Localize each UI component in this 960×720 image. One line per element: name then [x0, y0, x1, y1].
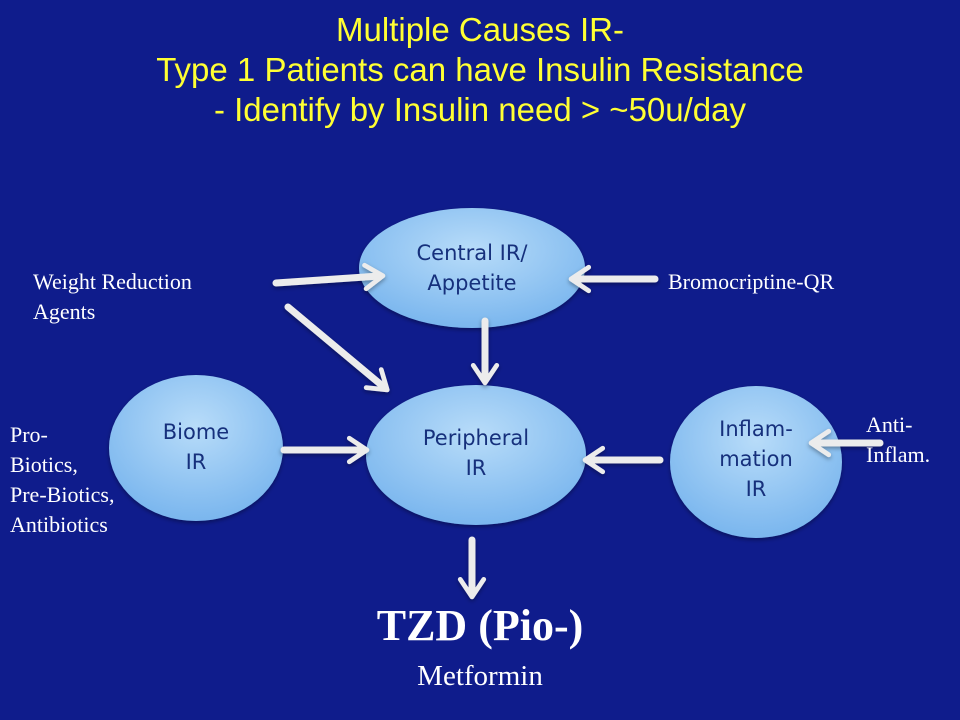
probiotics-line-2: Biotics, [10, 452, 78, 477]
peripheral-ir-node [366, 385, 586, 525]
tzd-outcome: TZD (Pio-) [376, 601, 584, 650]
weight-reduction-line-1: Weight Reduction [33, 269, 192, 294]
inflammation-ir-line-2: mation [719, 447, 793, 471]
bromocriptine-text: Bromocriptine-QR [668, 269, 835, 294]
bromocriptine-label: Bromocriptine-QR [668, 267, 834, 297]
biome-ir-node [109, 375, 283, 521]
probiotics-line-3: Pre-Biotics, [10, 482, 115, 507]
peripheral-ir-line-2: IR [465, 456, 487, 480]
biome-ir-line-2: IR [185, 450, 207, 474]
title-line-1: Multiple Causes IR- [336, 11, 624, 48]
central-ir-label: Central IR/ Appetite [392, 238, 552, 298]
slide-title: Multiple Causes IR- Type 1 Patients can … [0, 10, 960, 130]
title-line-3: - Identify by Insulin need > ~50u/day [213, 91, 747, 128]
arrow-weight-to-central [272, 262, 386, 292]
probiotics-label: Pro- Biotics, Pre-Biotics, Antibiotics [10, 420, 115, 540]
probiotics-line-1: Pro- [10, 422, 48, 447]
central-ir-line-1: Central IR/ [416, 241, 528, 265]
anti-inflam-label: Anti- Inflam. [866, 410, 930, 470]
metformin-outcome: Metformin [417, 660, 543, 692]
anti-inflam-line-1: Anti- [866, 412, 913, 437]
inflammation-ir-node [670, 386, 842, 538]
anti-inflam-line-2: Inflam. [866, 442, 931, 467]
inflammation-ir-line-3: IR [745, 477, 767, 501]
weight-reduction-label: Weight Reduction Agents [33, 267, 192, 327]
arrow-weight-to-peripheral [284, 303, 390, 393]
inflammation-ir-label: Inflam- mation IR [696, 414, 816, 504]
biome-ir-label: Biome IR [136, 417, 256, 477]
probiotics-line-4: Antibiotics [10, 512, 108, 537]
title-line-2: Type 1 Patients can have Insulin Resista… [156, 51, 804, 88]
inflammation-ir-line-1: Inflam- [719, 417, 793, 441]
central-ir-node [359, 208, 585, 328]
biome-ir-line-1: Biome [162, 420, 230, 444]
peripheral-ir-label: Peripheral IR [396, 423, 556, 483]
central-ir-line-2: Appetite [427, 271, 517, 295]
weight-reduction-line-2: Agents [33, 299, 96, 324]
peripheral-ir-line-1: Peripheral [422, 426, 530, 450]
